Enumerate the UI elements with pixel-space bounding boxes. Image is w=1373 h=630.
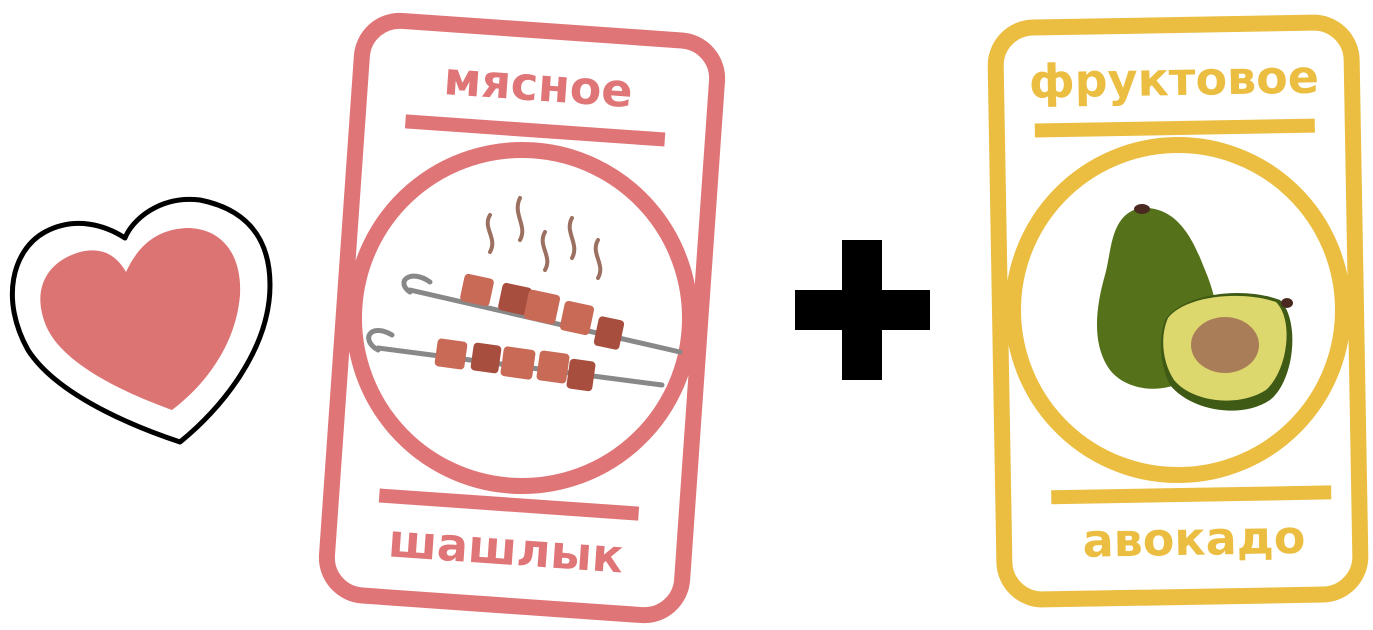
skewers-icon — [366, 196, 683, 392]
heart-icon — [40, 228, 241, 410]
heart-token[interactable] — [9, 196, 273, 445]
fruit-card-bottom-divider — [1051, 485, 1332, 505]
fruit-card-item: авокадо — [1082, 510, 1306, 568]
plus-icon — [795, 240, 930, 380]
avocado-icon — [1096, 204, 1293, 411]
fruit-card-top-divider — [1034, 118, 1315, 138]
fruit-card-category: фруктовое — [1029, 50, 1320, 109]
meat-card-category: мясное — [442, 51, 634, 118]
meat-card-bottom-divider — [378, 488, 640, 521]
meat-card-top-divider — [404, 114, 666, 147]
